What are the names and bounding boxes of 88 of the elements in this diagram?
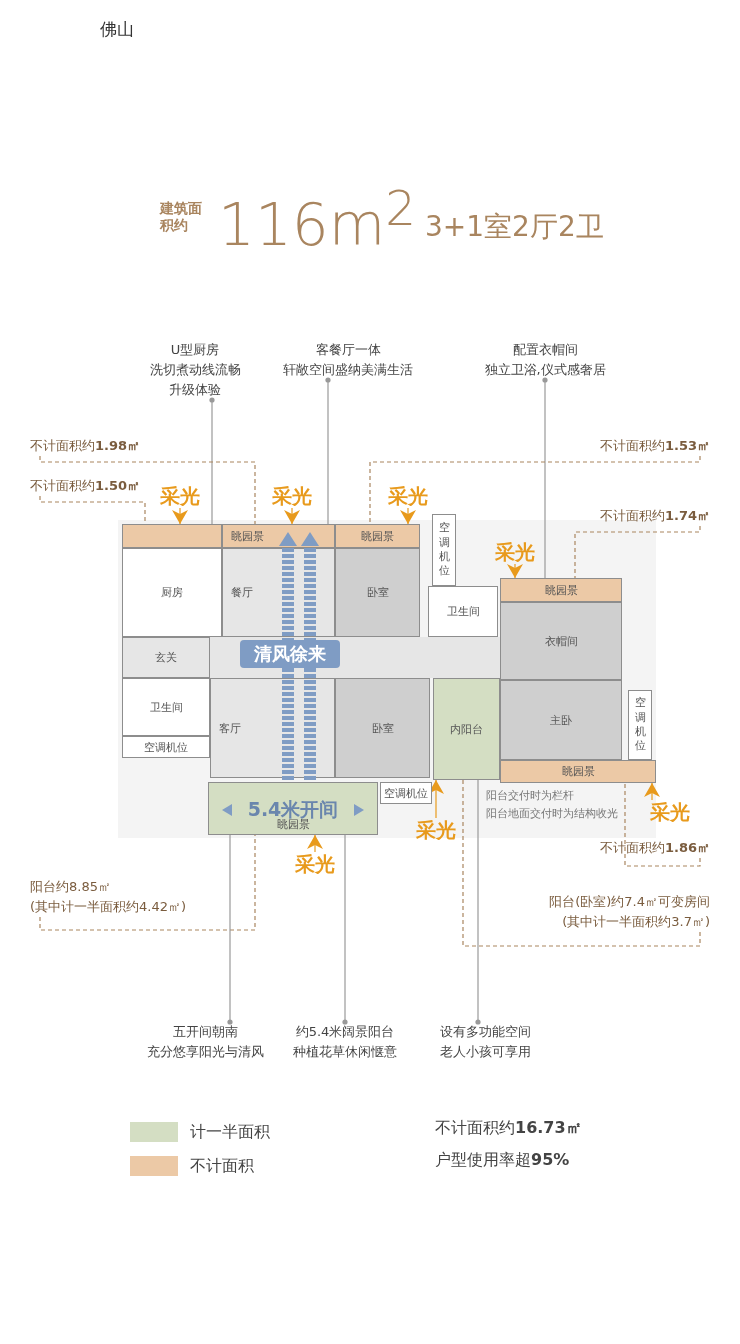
area-note: 不计面积约1.86㎡ — [599, 838, 710, 859]
room-area — [500, 680, 622, 760]
callout-text: 五开间朝南 充分悠享阳光与清风 — [146, 1022, 264, 1063]
width-label: 5.4米开间 — [246, 797, 340, 820]
room-label: 卫生间 — [446, 604, 480, 619]
airflow-banner: 清风徐来 — [240, 640, 340, 668]
room-label: 玄关 — [155, 650, 177, 665]
area-note: 不计面积约1.74㎡ — [599, 506, 710, 527]
arrow — [507, 563, 523, 579]
room-area — [335, 548, 420, 637]
arrow — [172, 507, 188, 525]
callout-text: 约5.4米阔景阳台 种植花草休闲惬意 — [293, 1022, 397, 1063]
room-label: 眺园景 — [231, 528, 264, 544]
daylight-label: 采光 — [388, 484, 428, 508]
callout-text: 设有多功能空间 老人小孩可享用 — [439, 1022, 531, 1063]
delivery-note: 阳台交付时为栏杆 — [486, 788, 574, 803]
arrow — [284, 507, 300, 525]
area-note: 阳台(卧室)约7.4㎡可变房间 (其中计一半面积约3.7㎡) — [549, 892, 710, 933]
balcony-strip — [335, 524, 420, 548]
room-label: 空调机位 — [634, 696, 646, 754]
arrow — [644, 782, 660, 801]
leader-line — [574, 525, 701, 579]
legend-label: 计一半面积 — [190, 1122, 270, 1143]
room-area — [122, 548, 222, 637]
area-caption: 建筑面积约 — [160, 200, 203, 234]
room-label: 衣帽间 — [544, 633, 578, 649]
room-label: 空调机位 — [384, 785, 428, 801]
daylight-label: 采光 — [160, 484, 200, 508]
leader-line — [542, 377, 548, 579]
daylight-label: 采光 — [272, 484, 312, 508]
daylight-label: 采光 — [416, 818, 456, 842]
room-label: 客厅 — [219, 720, 241, 736]
arrow — [400, 507, 416, 525]
leader-line — [39, 834, 256, 931]
leader-line — [624, 782, 701, 867]
room-label: 空调机位 — [438, 521, 450, 579]
room-label: 眺园景 — [544, 582, 578, 598]
room-area — [433, 678, 500, 780]
balcony-strip — [222, 524, 335, 548]
daylight-label: 采光 — [295, 852, 335, 876]
room-area — [122, 736, 210, 758]
leader-line — [342, 834, 348, 1025]
room-area — [628, 690, 652, 760]
leader-line — [227, 834, 233, 1025]
callout-text: 客餐厅一体 轩敞空间盛纳美满生活 — [283, 340, 413, 381]
area-summary: 不计面积约16.73㎡ — [435, 1118, 582, 1139]
room-area — [335, 678, 430, 778]
delivery-note: 阳台地面交付时为结构收光 — [486, 806, 618, 821]
leader-line — [369, 455, 701, 525]
room-area — [122, 678, 210, 736]
layout-label: 3+1室2厅2卫 — [425, 209, 604, 245]
room-label: 眺园景 — [561, 764, 595, 779]
room-area — [432, 514, 456, 586]
room-label: 眺园景 — [361, 528, 394, 544]
room-area — [122, 637, 210, 678]
balcony-strip — [500, 760, 656, 783]
callout-text: U型厨房 洗切煮动线流畅 升级体验 — [149, 340, 241, 401]
room-label: 空调机位 — [144, 739, 188, 755]
area-note: 不计面积约1.53㎡ — [599, 436, 710, 457]
legend-label: 不计面积 — [190, 1156, 254, 1177]
balcony-area — [208, 782, 378, 835]
area-note: 阳台约8.85㎡ (其中计一半面积约4.42㎡) — [30, 877, 187, 918]
room-area — [500, 602, 622, 680]
leader-line — [209, 397, 215, 525]
area-summary: 户型使用率超95% — [435, 1150, 570, 1171]
balcony-strip — [500, 578, 622, 602]
room-label: 卧室 — [371, 720, 394, 736]
room-label: 厨房 — [161, 585, 183, 600]
area-value: 116m$^{2}$ — [218, 180, 416, 260]
room-label: 卧室 — [366, 585, 389, 600]
room-label: 内阳台 — [450, 721, 483, 737]
callout-text: 配置衣帽间 独立卫浴,仪式感奢居 — [484, 340, 606, 381]
leader-line — [462, 779, 701, 947]
room-label: 餐厅 — [231, 585, 253, 600]
leader-line — [39, 455, 256, 525]
area-note: 不计面积约1.50㎡ — [30, 476, 141, 497]
leader-line — [325, 377, 331, 525]
area-note: 不计面积约1.98㎡ — [30, 436, 141, 457]
room-label: 主卧 — [550, 712, 572, 728]
balcony-strip — [122, 524, 222, 548]
room-area — [428, 586, 498, 637]
room-label: 卫生间 — [149, 699, 183, 715]
daylight-label: 采光 — [495, 540, 535, 564]
leader-line — [475, 779, 481, 1025]
location-label: 佛山 — [100, 18, 134, 41]
room-label: 眺园景 — [276, 818, 310, 832]
daylight-label: 采光 — [650, 800, 690, 824]
arrow — [307, 834, 323, 853]
